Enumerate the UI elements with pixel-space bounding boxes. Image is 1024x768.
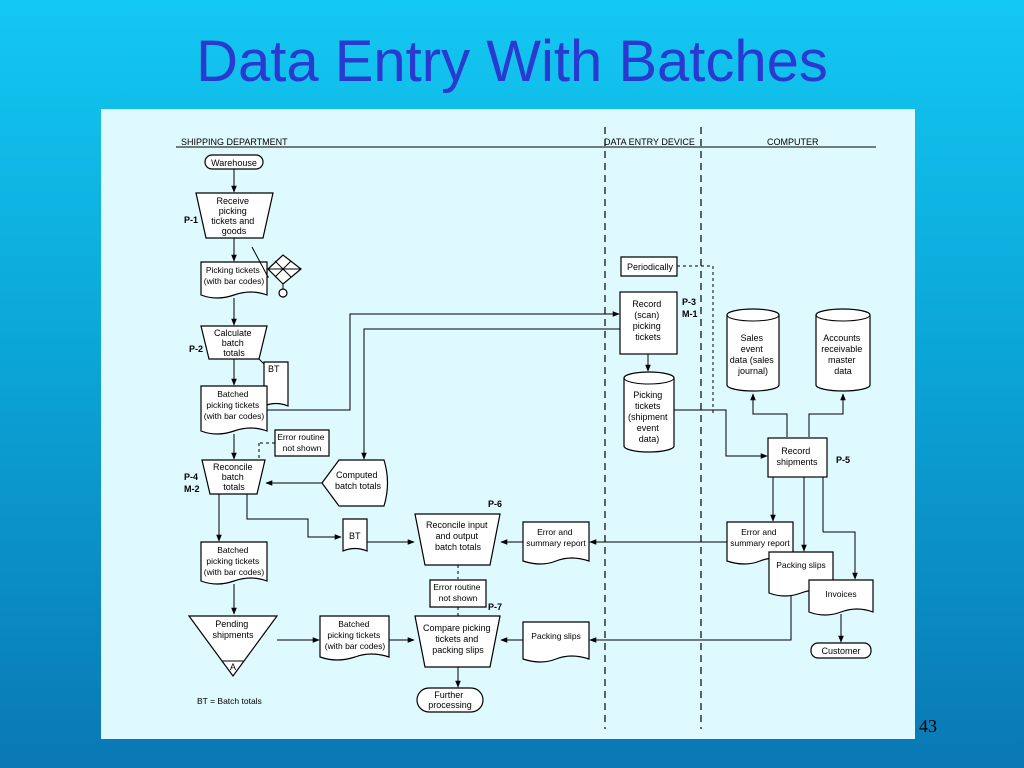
sales-event-label: Sales event data (sales journal) (730, 333, 777, 376)
invoices-label: Invoices (825, 589, 856, 599)
column-headers: SHIPPING DEPARTMENT DATA ENTRY DEVICE CO… (176, 127, 876, 729)
legend-bt: BT = Batch totals (197, 696, 262, 706)
batched-3-label: Batched picking tickets (with bar codes) (325, 619, 386, 651)
reconcile-batch-label: Reconcile batch totals (213, 462, 255, 492)
picking-tickets-1-label: Picking tickets (with bar codes) (204, 265, 265, 286)
label-p4: P-4 (184, 472, 198, 482)
bt-1-label: BT (268, 364, 280, 374)
node-pending-shipments: Pending shipments A (187, 615, 279, 678)
node-reconcile-io: Reconcile input and output batch totals … (414, 499, 502, 566)
periodically-label: Periodically (627, 262, 674, 272)
node-record-scan: Record (scan) picking tickets P-3 M-1 (619, 291, 698, 355)
error-summary-1-label: Error and summary report (526, 527, 586, 548)
page-number: 43 (919, 716, 937, 736)
picking-data-label: Picking tickets (shipment event data) (628, 390, 670, 444)
compare-label: Compare picking tickets and packing slip… (423, 623, 493, 655)
node-picking-tickets-1: Picking tickets (with bar codes) (200, 261, 268, 299)
label-p6: P-6 (488, 499, 502, 509)
header-data-entry: DATA ENTRY DEVICE (604, 137, 695, 147)
node-reconcile-batch-totals: Reconcile batch totals P-4 M-2 (184, 459, 266, 495)
label-m2: M-2 (184, 484, 200, 494)
label-m1: M-1 (682, 309, 698, 319)
node-ar-master-data: Accounts receivable master data (815, 308, 871, 392)
node-periodically: Periodically (620, 256, 714, 413)
calculate-label: Calculate batch totals (214, 328, 254, 358)
node-computed-batch-totals: Computed batch totals (321, 459, 389, 507)
node-picking-tickets-data: Picking tickets (shipment event data) (623, 371, 675, 453)
error-2-label: Error routine not shown (433, 582, 483, 603)
node-further-processing: Further processing (416, 687, 484, 713)
node-packing-slips-1: Packing slips (522, 621, 590, 663)
label-p7: P-7 (488, 602, 502, 612)
error-summary-2-label: Error and summary report (730, 527, 790, 548)
label-p1: P-1 (184, 215, 198, 225)
node-batched-2: Batched picking tickets (with bar codes) (200, 541, 268, 585)
record-scan-label: Record (scan) picking tickets (632, 299, 664, 342)
packing-slips-1-label: Packing slips (531, 631, 581, 641)
slide-title: Data Entry With Batches (196, 29, 828, 94)
error-1-label: Error routine not shown (277, 432, 327, 453)
node-error-routine-2: Error routine not shown (429, 579, 487, 608)
label-p5: P-5 (836, 455, 850, 465)
packing-slips-2-label: Packing slips (776, 560, 826, 570)
batched-1-label: Batched picking tickets (with bar codes) (204, 389, 265, 421)
ar-master-label: Accounts receivable master data (821, 333, 865, 376)
node-warehouse: Warehouse (204, 154, 264, 170)
reconcile-io-label: Reconcile input and output batch totals (426, 520, 490, 552)
node-batched-1: Batched picking tickets (with bar codes) (200, 385, 268, 435)
node-receive: Receive picking tickets and goods P-1 (184, 192, 274, 239)
flowchart-panel: SHIPPING DEPARTMENT DATA ENTRY DEVICE CO… (101, 109, 915, 739)
pending-file-id: A (230, 662, 236, 672)
computed-label: Computed batch totals (335, 470, 382, 491)
warehouse-label: Warehouse (211, 158, 257, 168)
customer-label: Customer (821, 646, 860, 656)
bt-2-label: BT (349, 531, 361, 541)
node-customer: Customer (810, 642, 872, 659)
header-shipping: SHIPPING DEPARTMENT (181, 137, 288, 147)
node-error-routine-1: Error routine not shown (258, 429, 330, 463)
node-invoices: Invoices (808, 579, 874, 616)
node-batched-3: Batched picking tickets (with bar codes) (319, 615, 390, 661)
header-computer: COMPUTER (767, 137, 819, 147)
label-p3: P-3 (682, 297, 696, 307)
record-shipments-label: Record shipments (776, 446, 818, 467)
node-record-shipments: Record shipments P-5 (767, 437, 850, 478)
node-bt-2: BT (342, 518, 368, 552)
flowchart-svg: SHIPPING DEPARTMENT DATA ENTRY DEVICE CO… (176, 127, 876, 729)
node-error-summary-1: Error and summary report (522, 521, 590, 565)
node-calculate-batch-totals: Calculate batch totals P-2 (189, 325, 268, 360)
node-sales-event-data: Sales event data (sales journal) (726, 308, 780, 392)
batched-2-label: Batched picking tickets (with bar codes) (204, 545, 265, 577)
receive-label: Receive picking tickets and goods (211, 196, 257, 236)
node-compare: Compare picking tickets and packing slip… (414, 602, 502, 668)
envelope-icon (251, 246, 302, 298)
label-p2: P-2 (189, 344, 203, 354)
pending-label: Pending shipments (212, 619, 254, 640)
further-label: Further processing (428, 690, 472, 710)
